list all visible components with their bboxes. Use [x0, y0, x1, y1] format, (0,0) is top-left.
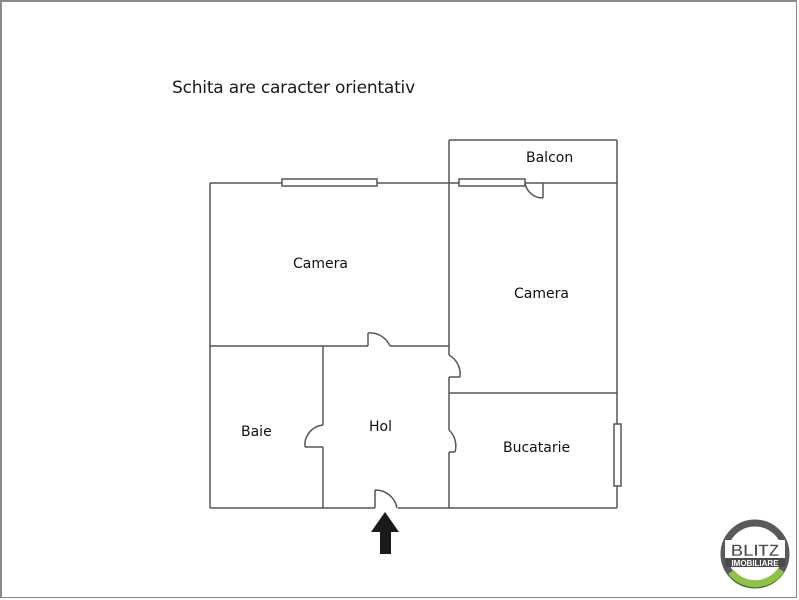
blitz-logo: BLITZ IMOBILIARE [720, 519, 790, 589]
doors [304, 182, 544, 509]
disclaimer-note: Schita are caracter orientativ [172, 78, 415, 98]
logo-text-top: BLITZ [731, 541, 779, 560]
room-label-balcon: Balcon [526, 150, 574, 166]
balcony-walls [448, 139, 618, 183]
logo-text-bottom: IMOBILIARE [731, 559, 779, 568]
windows [281, 178, 622, 487]
room-label-baie: Baie [241, 424, 272, 440]
interior-walls [210, 183, 617, 508]
entrance-arrow-icon [371, 512, 399, 554]
room-label-camera-right: Camera [514, 286, 569, 302]
room-label-camera-left: Camera [293, 256, 348, 272]
room-label-bucatarie: Bucatarie [503, 440, 571, 456]
room-label-hol: Hol [369, 419, 392, 435]
